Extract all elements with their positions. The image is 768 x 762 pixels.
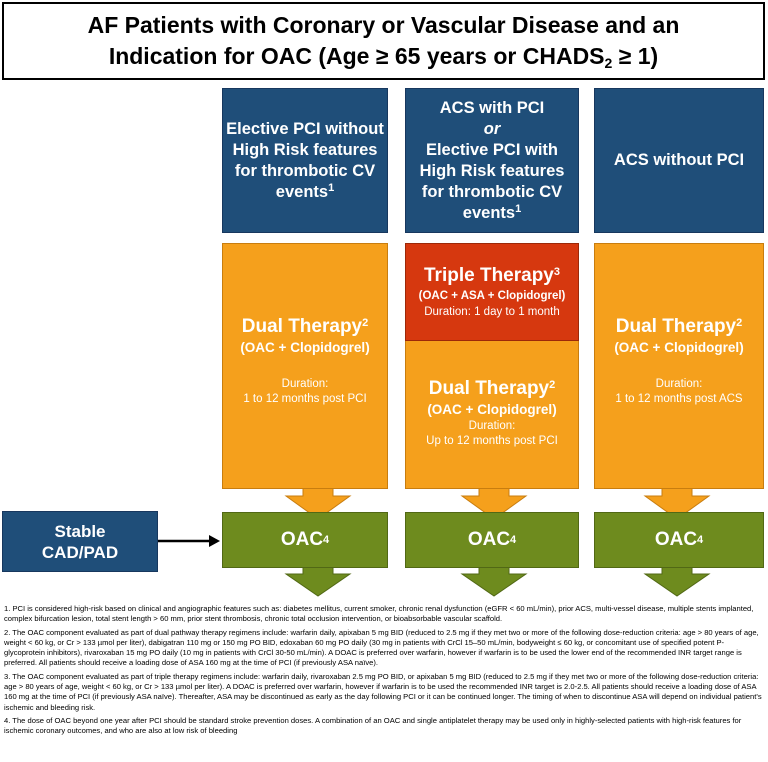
header-left-line-4: events1 (276, 182, 334, 203)
header-acs-with-pci: ACS with PCI or Elective PCI with High R… (405, 88, 579, 233)
dual-therapy-left-title-text: Dual Therapy (241, 316, 363, 337)
dual-therapy-middle-duration-value: Up to 12 months post PCI (426, 435, 558, 447)
dual-therapy-right-title-text: Dual Therapy (615, 316, 737, 337)
footnote-ref-2: 2 (549, 379, 556, 391)
header-middle-or: or (483, 119, 501, 138)
header-middle-line-6: events1 (463, 203, 521, 224)
dual-therapy-middle-subtitle: (OAC + Clopidogrel) (427, 402, 557, 417)
footnote-4: 4. The dose of OAC beyond one year after… (4, 715, 742, 736)
stable-line-2: CAD/PAD (41, 542, 119, 562)
arrow-left-oac-down (284, 566, 352, 597)
footnote-3: 3. The OAC component evaluated as part o… (4, 671, 762, 712)
triple-therapy-subtitle: (OAC + ASA + Clopidogrel) (418, 290, 566, 302)
dual-therapy-right-duration-label: Duration: (655, 378, 703, 390)
footnote-ref-2: 2 (736, 317, 743, 329)
header-acs-without-pci: ACS without PCI (594, 88, 764, 233)
triple-therapy-duration: Duration: 1 day to 1 month (424, 306, 560, 318)
header-middle-line-4: High Risk features (419, 161, 565, 180)
header-elective-pci-low-risk: Elective PCI without High Risk features … (222, 88, 388, 233)
header-right-line-1: ACS without PCI (613, 151, 745, 169)
footnote-ref-3: 3 (553, 266, 560, 278)
dual-therapy-left-duration-value: 1 to 12 months post PCI (243, 393, 367, 405)
footnote-ref-1: 1 (328, 181, 335, 194)
header-left-line-2: High Risk features (232, 140, 378, 159)
dual-therapy-right-title: Dual Therapy2 (616, 315, 743, 339)
arrow-stable-to-oac-head (209, 535, 220, 547)
title-chads-subscript: 2 (604, 55, 613, 71)
triple-therapy-middle: Triple Therapy3 (OAC + ASA + Clopidogrel… (405, 243, 579, 341)
title-line-2-text: Indication for OAC (Age ≥ 65 years or CH… (108, 43, 605, 69)
title-line-1: AF Patients with Coronary or Vascular Di… (87, 12, 680, 38)
oac-middle-text: OAC (467, 529, 511, 550)
header-middle-line-3: Elective PCI with (425, 140, 559, 159)
triple-therapy-title-text: Triple Therapy (424, 265, 554, 286)
dual-therapy-right-duration-value: 1 to 12 months post ACS (615, 393, 743, 405)
dual-therapy-left-title: Dual Therapy2 (242, 315, 369, 339)
dual-therapy-left-duration-label: Duration: (281, 378, 329, 390)
footnote-ref-1: 1 (515, 202, 522, 215)
oac-left-text: OAC (280, 529, 324, 550)
title-line-2: Indication for OAC (Age ≥ 65 years or CH… (109, 41, 658, 72)
footnote-ref-2: 2 (362, 317, 369, 329)
header-left-line-1: Elective PCI without (226, 119, 384, 138)
footnote-2: 2. The OAC component evaluated as part o… (4, 627, 759, 668)
header-middle-line-1: ACS with PCI (439, 98, 545, 117)
header-left-line-3: for thrombotic CV (234, 161, 376, 180)
dual-therapy-middle-duration-label: Duration: (468, 420, 516, 432)
header-left-events: events (275, 182, 329, 201)
arrow-right-oac-down (643, 566, 711, 597)
title-line-2-end: ≥ 1) (612, 43, 659, 69)
stable-cad-pad-box: Stable CAD/PAD (2, 511, 158, 572)
header-middle-events: events (462, 203, 516, 222)
oac-right-text: OAC (654, 529, 698, 550)
footnote-1: 1. PCI is considered high-risk based on … (4, 604, 754, 624)
dual-therapy-middle-title-text: Dual Therapy (428, 378, 550, 399)
arrow-middle-oac-down (460, 566, 528, 597)
footnotes: 1. PCI is considered high-risk based on … (4, 604, 764, 740)
dual-therapy-right-subtitle: (OAC + Clopidogrel) (614, 340, 744, 355)
header-middle-line-5: for thrombotic CV (421, 182, 563, 201)
dual-therapy-right: Dual Therapy2 (OAC + Clopidogrel) Durati… (594, 243, 764, 489)
triple-therapy-title: Triple Therapy3 (424, 264, 560, 288)
dual-therapy-left: Dual Therapy2 (OAC + Clopidogrel) Durati… (222, 243, 388, 489)
dual-therapy-left-subtitle: (OAC + Clopidogrel) (240, 340, 370, 355)
title-box: AF Patients with Coronary or Vascular Di… (2, 2, 765, 80)
stable-line-1: Stable (54, 521, 106, 541)
dual-therapy-middle-title: Dual Therapy2 (429, 377, 556, 401)
